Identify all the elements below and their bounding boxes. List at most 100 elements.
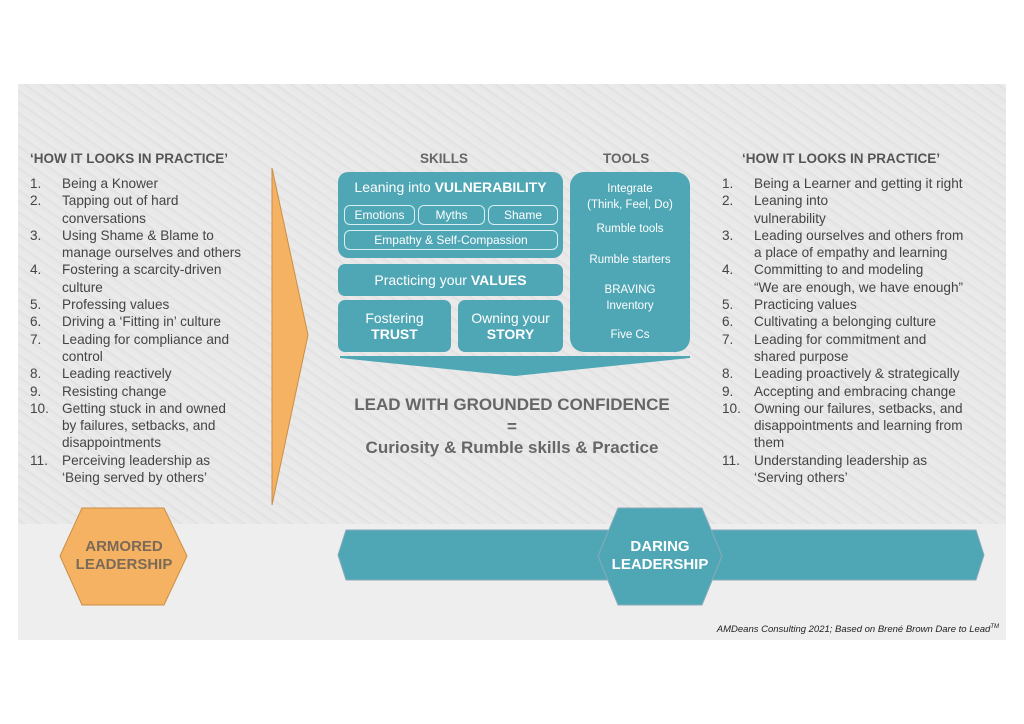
tool-item: Rumble tools (596, 223, 664, 235)
formula-line1: LEAD WITH GROUNDED CONFIDENCE (354, 395, 670, 414)
list-item: 8. Leading reactively (30, 365, 270, 382)
item-text: Leading proactively & strategically (754, 366, 960, 382)
item-text: Leading for compliance and control (62, 331, 230, 364)
list-item: 11. Perceiving leadership as ‘Being serve… (30, 452, 270, 487)
item-number: 5. (30, 297, 42, 313)
daring-label: DARING LEADERSHIP (611, 538, 709, 573)
item-text: Leading reactively (62, 366, 172, 382)
item-text: Perceiving leadership as ‘Being served b… (62, 452, 211, 486)
list-item: 4. Fostering a scarcity-driven culture (30, 261, 270, 296)
armored-practices-list: 1. Being a Knower 2. Tapping out of hard co… (30, 175, 270, 486)
list-item: 2. Leaning into vulnerability (722, 192, 1002, 227)
orange-arrow (271, 167, 309, 506)
item-text: Cultivating a belonging culture (754, 314, 937, 330)
vuln-label: Leaning into (354, 179, 435, 195)
item-number: 1. (722, 176, 734, 191)
list-item: 6. Driving a ‘Fitting in’ culture (30, 313, 270, 330)
list-item: 6. Cultivating a belonging culture (722, 313, 1002, 330)
item-text: Using Shame & Blame to manage ourselves … (62, 227, 242, 261)
list-item: 11. Understanding leadership as ‘Serving … (722, 452, 1002, 487)
item-text: Committing to and modeling “We are enoug… (754, 262, 964, 295)
list-item: 1. Being a Knower (30, 175, 270, 192)
item-number: 10. (30, 400, 49, 416)
item-number: 3. (30, 227, 42, 243)
tool-item: Rumble starters (589, 254, 671, 266)
armored-label: ARMORED LEADERSHIP (75, 538, 173, 573)
item-number: 5. (722, 297, 734, 313)
tools-heading: TOOLS (603, 151, 650, 166)
daring-hexagon (597, 507, 723, 606)
item-text: Leading ourselves and others from a plac… (754, 227, 964, 261)
item-number: 3. (722, 227, 734, 243)
shame-pill: Shame (488, 205, 558, 225)
item-text: Practicing values (754, 297, 857, 313)
item-number: 10. (722, 400, 741, 416)
item-number: 2. (722, 193, 734, 209)
list-item: 5. Professing values (30, 296, 270, 313)
item-number: 2. (30, 193, 42, 209)
values-box: Practicing your VALUES (338, 264, 563, 296)
item-text: Owning our failures, setbacks, and disap… (754, 400, 963, 451)
vulnerability-box: Leaning into VULNERABILITY Emotions Myth… (338, 172, 563, 258)
story-label: Owning your (471, 310, 550, 326)
item-number: 4. (30, 262, 42, 278)
item-number: 1. (30, 176, 42, 191)
item-text: Resisting change (62, 383, 167, 399)
item-number: 11. (722, 452, 740, 468)
list-item: 5. Practicing values (722, 296, 1002, 313)
item-text: Fostering a scarcity-driven culture (62, 262, 222, 295)
item-number: 8. (30, 366, 42, 382)
item-number: 9. (30, 383, 42, 399)
item-text: Getting stuck in and owned by failures, … (62, 400, 226, 451)
item-text: Understanding leadership as ‘Serving oth… (754, 452, 928, 486)
values-bold: VALUES (470, 272, 527, 288)
formula-line2: Curiosity & Rumble skills & Practice (365, 438, 659, 457)
item-number: 11. (30, 452, 48, 468)
formula-equals: = (507, 417, 517, 436)
footer-tm: TM (990, 624, 999, 630)
list-item: 3. Using Shame & Blame to manage ourselve… (30, 227, 270, 262)
item-number: 6. (30, 314, 42, 330)
list-item: 10. Getting stuck in and owned by failure… (30, 400, 270, 452)
story-bold: STORY (486, 326, 535, 342)
item-text: Being a Learner and getting it right (754, 176, 963, 191)
down-chevron (340, 356, 690, 376)
trust-label: Fostering (365, 310, 424, 326)
left-heading: ‘HOW IT LOOKS IN PRACTICE’ (30, 151, 228, 166)
values-label: Practicing your (374, 272, 471, 288)
list-item: 3. Leading ourselves and others from a pl… (722, 227, 1002, 262)
item-text: Leading for commitment and shared purpos… (754, 331, 927, 364)
list-item: 7.Leading for compliance and control (30, 331, 270, 366)
item-text: Tapping out of hard conversations (62, 193, 179, 226)
armored-hexagon (59, 507, 188, 606)
list-item: 7. Leading for commitment and shared purp… (722, 331, 1002, 366)
empathy-pill: Empathy & Self-Compassion (344, 230, 558, 250)
item-number: 7. (722, 331, 734, 347)
item-number: 8. (722, 366, 734, 382)
right-heading: ‘HOW IT LOOKS IN PRACTICE’ (742, 151, 940, 166)
item-text: Accepting and embracing change (754, 383, 956, 399)
footer-credit: AMDeans Consulting 2021; Based on Brené … (717, 624, 999, 635)
item-text: Leaning into vulnerability (754, 193, 829, 226)
tool-item: BRAVING Inventory (604, 284, 656, 312)
trust-bold: TRUST (371, 326, 418, 342)
myths-pill: Myths (418, 205, 485, 225)
list-item: 10. Owning our failures, setbacks, and di… (722, 400, 1002, 452)
list-item: 4. Committing to and modeling “We are eno… (722, 261, 1002, 296)
footer-text: AMDeans Consulting 2021; Based on Brené … (716, 624, 991, 636)
list-item: 9. Resisting change (30, 383, 270, 400)
list-item: 1. Being a Learner and getting it right (722, 175, 1002, 192)
item-number: 6. (722, 314, 734, 330)
list-item: 2. Tapping out of hard conversations (30, 192, 270, 227)
item-text: Driving a ‘Fitting in’ culture (62, 314, 221, 330)
item-number: 4. (722, 262, 734, 278)
skills-heading: SKILLS (420, 151, 469, 166)
item-text: Professing values (62, 297, 170, 313)
item-number: 9. (722, 383, 734, 399)
emotions-pill: Emotions (344, 205, 415, 225)
item-text: Being a Knower (62, 176, 158, 191)
